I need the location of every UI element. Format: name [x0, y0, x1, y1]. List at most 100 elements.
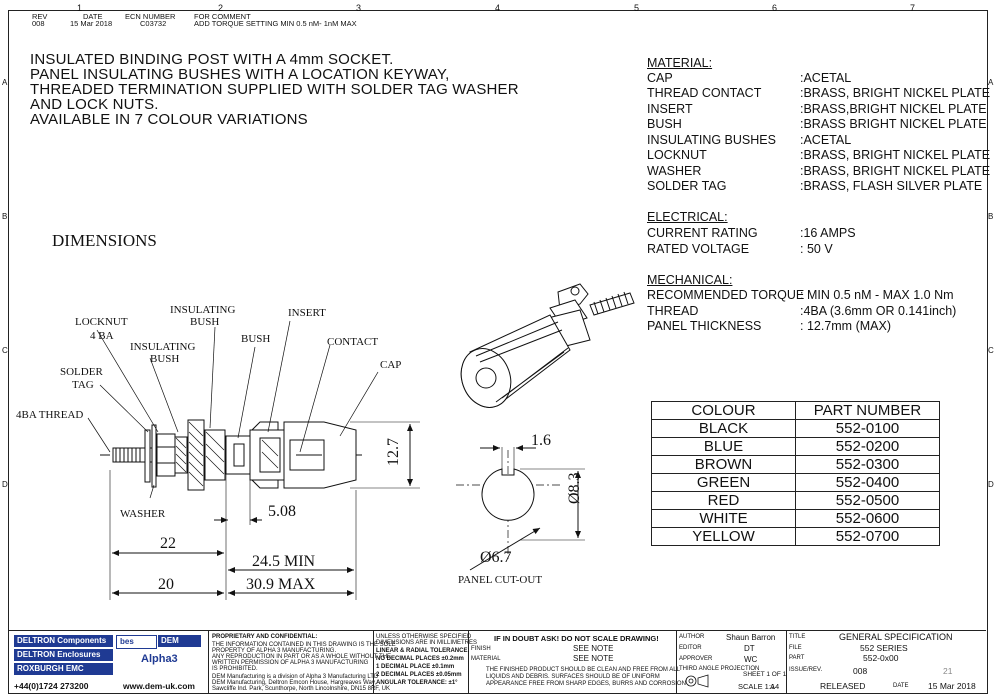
spec-value: :BRASS BRIGHT NICKEL PLATE: [800, 117, 987, 131]
thread-label: 4BA THREAD: [16, 409, 83, 421]
website: www.dem-uk.com: [123, 681, 195, 691]
finish-note-line: LIQUIDS AND DEBRIS. SURFACES SHOULD BE O…: [486, 674, 660, 680]
tolerance-cell: [373, 631, 469, 693]
proprietary-line: PROPERTY OF ALPHA 3 MANUFACTURING.: [212, 648, 337, 654]
spec-part: INSERT: [647, 102, 693, 116]
table-cell: BROWN: [651, 455, 796, 474]
proprietary-line: WRITTEN PERMISSION OF ALPHA 3 MANUFACTUR…: [212, 660, 369, 666]
third-angle-projection-icon: [685, 674, 709, 688]
spec-part: CAP: [647, 71, 673, 85]
insert-label: INSERT: [288, 307, 326, 319]
insulating-bush-label: BUSH: [190, 316, 219, 328]
finish-note-line: APPEARANCE FREE FROM SHARP EDGES, BURRS …: [486, 681, 686, 687]
table-cell: GREEN: [651, 473, 796, 492]
alpha3-logo: Alpha3: [138, 653, 203, 665]
cap-label: CAP: [380, 359, 401, 371]
spec-value: :BRASS, BRIGHT NICKEL PLATE: [800, 164, 991, 178]
table-cell: RED: [651, 491, 796, 510]
technical-drawing: LOCKNUT 4 BA INSULATING BUSH INSULATING …: [16, 283, 635, 600]
solder-tag-label: TAG: [72, 379, 94, 391]
dim-5-08: 5.08: [268, 503, 296, 520]
table-cell: BLUE: [651, 437, 796, 456]
spec-value: :BRASS, BRIGHT NICKEL PLATE: [800, 86, 991, 100]
issue-label: ISSUE/REV.: [789, 667, 823, 673]
spec-value: :ACETAL: [800, 133, 852, 147]
author-cell: [676, 631, 787, 693]
table-header-row: COLOUR PART NUMBER: [651, 401, 940, 420]
row-marker: D: [988, 480, 994, 489]
dim-12-7: 12.7: [385, 438, 402, 466]
file-label: FILE: [789, 645, 802, 651]
approver-label: APPROVER: [679, 656, 713, 662]
material-label: MATERIAL: [471, 656, 501, 662]
spec-part: BUSH: [647, 117, 682, 131]
spec-part: WASHER: [647, 164, 702, 178]
spec-value: :ACETAL: [800, 71, 852, 85]
editor-value: DT: [744, 644, 755, 653]
dim-22: 22: [160, 535, 176, 552]
deltron-enclosures-logo: DELTRON Enclosures: [14, 649, 113, 661]
spec-value: :BRASS, BRIGHT NICKEL PLATE: [800, 148, 991, 162]
spec-value: :BRASS, FLASH SILVER PLATE: [800, 179, 983, 193]
dem-logo: DEM: [158, 635, 201, 647]
description-line: THREADED TERMINATION SUPPLIED WITH SOLDE…: [30, 81, 519, 98]
spec-value: :16 AMPS: [800, 226, 856, 240]
approver-value: WC: [744, 655, 758, 664]
contact-label: CONTACT: [327, 336, 378, 348]
issue-number: 21: [943, 666, 953, 676]
proprietary-heading: PROPRIETARY AND CONFIDENTIAL:: [212, 634, 318, 640]
table-cell: YELLOW: [651, 527, 796, 546]
table-cell: 552-0100: [795, 419, 940, 438]
rev-value: 008: [32, 19, 45, 28]
row-marker: C: [2, 346, 8, 355]
table-cell: 552-0300: [795, 455, 940, 474]
spec-part: LOCKNUT: [647, 148, 707, 162]
drawing-sheet: [8, 10, 988, 694]
ecn-value: C03732: [140, 19, 167, 28]
spec-part: RECOMMENDED TORQUE: [647, 288, 805, 302]
logo-cell: [8, 631, 209, 693]
spec-part: THREAD CONTACT: [647, 86, 762, 100]
table-cell: 552-0500: [795, 491, 940, 510]
spec-part: PANEL THICKNESS: [647, 319, 762, 333]
proprietary-line: THE INFORMATION CONTAINED IN THIS DRAWIN…: [212, 642, 396, 648]
row-marker: A: [2, 78, 8, 87]
release-date: 15 Mar 2018: [928, 681, 976, 691]
comment-header: FOR COMMENT: [194, 12, 251, 21]
finish-value: SEE NOTE: [573, 644, 614, 653]
spec-part: THREAD: [647, 304, 699, 318]
table-cell: BLACK: [651, 419, 796, 438]
material-heading: MATERIAL:: [647, 56, 713, 70]
roxburgh-emc-logo: ROXBURGH EMC: [14, 663, 113, 675]
column-marker: 4: [495, 3, 501, 13]
tolerance-line: DIMENSIONS ARE IN MILLIMETRES: [376, 640, 478, 646]
locknut-label: LOCKNUT: [75, 316, 128, 328]
table-cell: 552-0700: [795, 527, 940, 546]
description-line: PANEL INSULATING BUSHES WITH A LOCATION …: [30, 66, 450, 83]
column-marker: 5: [634, 3, 640, 13]
dim-1-6: 1.6: [531, 432, 551, 449]
tolerance-line: ANGULAR TOLERANCE: ±1°: [376, 680, 458, 686]
date-label: DATE: [893, 683, 909, 689]
issue-value: 008: [853, 666, 868, 676]
ecn-header: ECN NUMBER: [125, 12, 176, 21]
column-marker: 1: [77, 3, 83, 13]
description-line: AND LOCK NUTS.: [30, 96, 159, 113]
scale-value: SCALE 1:1: [738, 682, 776, 691]
tolerance-line: LINEAR & RADIAL TOLERANCE:: [376, 648, 470, 654]
title-block: DELTRON Components DELTRON Enclosures RO…: [8, 630, 986, 693]
table-cell: WHITE: [651, 509, 796, 528]
panel-cutout-label: PANEL CUT-OUT: [458, 574, 542, 586]
insulating-bush-label: INSULATING: [130, 341, 195, 353]
spec-part: CURRENT RATING: [647, 226, 758, 240]
bush-label: BUSH: [241, 333, 270, 345]
phone-number: +44(0)1724 273200: [14, 681, 89, 691]
description-line: INSULATED BINDING POST WITH A 4mm SOCKET…: [30, 51, 394, 68]
dim-30-9: 30.9 MAX: [246, 576, 316, 593]
projection-label: THIRD ANGLE PROJECTION: [679, 666, 760, 672]
table-cell: 552-0200: [795, 437, 940, 456]
dim-24-5: 24.5 MIN: [252, 553, 316, 570]
sheet-size: A4: [770, 682, 780, 691]
